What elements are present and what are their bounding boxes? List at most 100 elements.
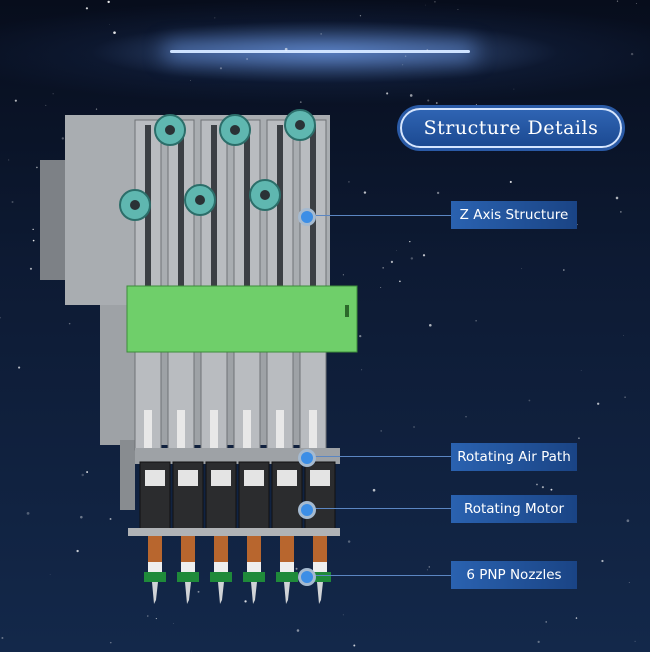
nozzle-tip [152,582,158,604]
star [86,471,89,473]
star [320,33,322,35]
star [246,58,248,60]
star [426,569,428,571]
star [1,636,4,639]
star [359,15,362,17]
nozzle-spring [214,535,228,565]
nozzles-leader-line [311,575,451,576]
star [147,615,149,617]
star [347,540,351,543]
star [413,426,415,428]
star [348,181,350,183]
star [429,323,432,327]
star [29,267,33,270]
star [32,239,35,242]
star [380,287,382,289]
star [173,623,174,624]
star [620,211,622,213]
star [580,370,582,372]
spindle-shaft [177,410,185,450]
star [623,335,625,336]
star [422,254,426,257]
star [244,600,247,603]
star [399,280,401,283]
nozzle-tip [218,582,224,604]
nozzle-collar [148,562,162,572]
nozzle-spring [280,535,294,565]
star [363,191,367,194]
star [509,180,512,183]
star [550,488,553,491]
star [597,402,600,405]
star [26,512,30,515]
star [616,0,619,2]
star [372,488,376,492]
nozzle-holder [276,572,298,582]
star [359,334,362,338]
star [434,1,436,3]
star [109,23,111,25]
nozzle-tip [284,582,290,604]
star [457,9,459,10]
star [80,515,83,519]
motor-label [310,470,330,486]
star [563,269,565,271]
star [465,416,467,418]
star [45,104,47,106]
nozzle-holder [309,572,331,582]
star [81,473,84,477]
star [49,574,51,575]
star [95,108,98,110]
nozzle-holder [210,572,232,582]
nozzle-collar [313,562,327,572]
star [624,396,626,398]
spindle-shaft [210,410,218,450]
star [402,64,404,66]
star [626,519,630,523]
star [390,260,394,264]
pnp-nozzles-label: 6 PNP Nozzles [451,561,577,589]
star [190,80,191,82]
light-glow [170,50,470,53]
star [68,322,71,325]
motor-label [277,470,297,486]
star [436,191,440,195]
star [380,430,383,432]
nozzle-tip [251,582,257,604]
pulley-hub [260,190,270,200]
star [36,166,38,169]
nozzle-spring [181,535,195,565]
star [342,614,344,616]
star [284,47,288,51]
star [409,94,413,97]
star [18,366,21,369]
star [410,257,414,260]
structure-details-title: Structure Details [400,108,622,148]
star [576,224,578,226]
spindle-shaft [243,410,251,450]
star [628,581,630,584]
star [382,267,384,269]
nozzle-collar [214,562,228,572]
star [427,99,430,102]
star [521,268,523,270]
rotating-motors [128,448,340,604]
spindle-slot [310,125,316,290]
star [295,567,298,570]
nozzle-collar [280,562,294,572]
star [214,17,216,19]
star [386,92,389,95]
star [155,618,157,620]
star [404,55,407,58]
star [361,369,363,371]
star [536,483,538,486]
star [630,52,634,56]
star [299,101,302,103]
star [8,159,10,161]
spindle-shaft [309,410,317,450]
star [425,4,426,6]
star [635,2,637,4]
star [32,228,34,231]
star [537,640,540,644]
spindle-slot [178,125,184,290]
